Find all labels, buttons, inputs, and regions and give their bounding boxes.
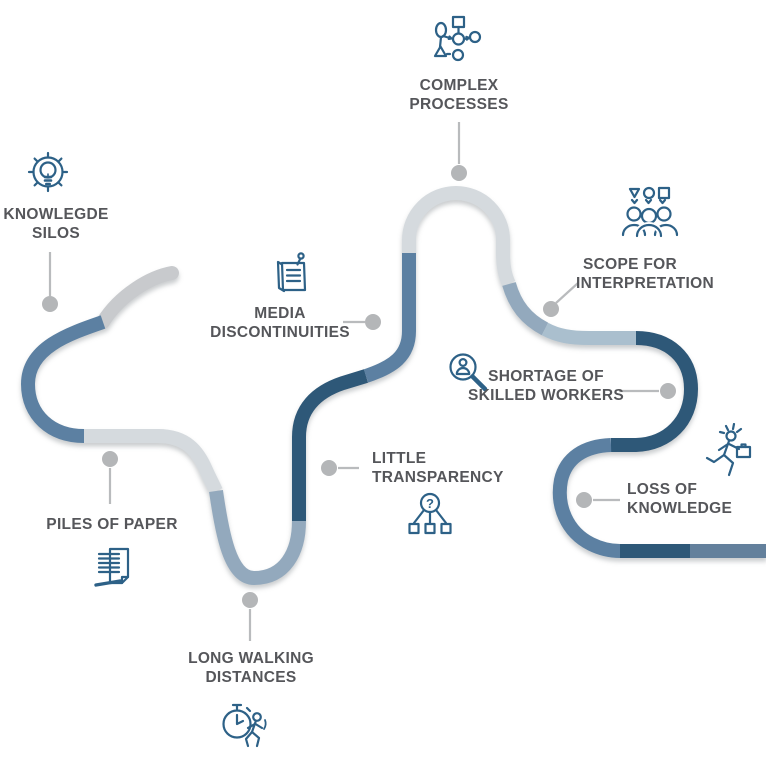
- path-seg-center-vertical: [363, 253, 416, 383]
- label-line: KNOWLEDGE: [627, 499, 733, 517]
- path-seg-left-loop: [20, 315, 106, 443]
- label-loss-of-knowledge: LOSS OF KNOWLEDGE: [627, 481, 732, 519]
- label-line: KNOWLEGDE: [3, 206, 109, 223]
- running-person-icon: [698, 423, 760, 483]
- label-line: MEDIA: [254, 305, 306, 322]
- path-seg-start: [96, 266, 179, 329]
- dot-shortage-of-skilled-workers: [660, 383, 676, 399]
- label-line: SKILLED WORKERS: [467, 386, 625, 404]
- path-seg-bottom-u: [209, 490, 306, 586]
- path-seg-right-horizontal: [541, 322, 636, 345]
- label-line: DISCONTINUITIES: [210, 323, 350, 341]
- label-shortage-of-skilled-workers: SHORTAGE OF SKILLED WORKERS: [468, 368, 624, 406]
- label-line: COMPLEX: [419, 77, 499, 94]
- label-line: LITTLE: [372, 450, 427, 467]
- path-seg-top-arch: [402, 186, 516, 288]
- label-complex-processes: COMPLEX PROCESSES: [409, 77, 508, 115]
- connector-scope-for-interpretation: [555, 282, 579, 304]
- gear-lightbulb-icon: [24, 150, 72, 198]
- path-seg-right-loop-dark: [611, 331, 699, 452]
- label-line: DISTANCES: [205, 668, 297, 686]
- label-line: SILOS: [31, 224, 81, 242]
- dot-loss-of-knowledge: [576, 492, 592, 508]
- label-media-discontinuities: MEDIA DISCONTINUITIES: [210, 305, 350, 343]
- dot-little-transparency: [321, 460, 337, 476]
- label-line: LONG WALKING: [188, 650, 314, 667]
- label-line: PILES OF PAPER: [46, 516, 178, 533]
- connectors: [48, 122, 659, 641]
- paper-stack-icon: [90, 541, 138, 591]
- label-knowledge-silos: KNOWLEGDE SILOS: [3, 206, 108, 244]
- org-question-icon: ?: [402, 492, 458, 542]
- label-line: SCOPE FOR: [583, 256, 677, 273]
- path-segments: [20, 186, 766, 586]
- dot-scope-for-interpretation: [543, 301, 559, 317]
- people-shapes-icon: [620, 183, 680, 241]
- magnifier-person-icon: [444, 350, 494, 400]
- connector-dots: [42, 165, 676, 608]
- dot-knowledge-silos: [42, 296, 58, 312]
- label-line: TRANSPARENCY: [372, 468, 504, 486]
- flowchart-icon: [430, 14, 484, 68]
- label-line: INTERPRETATION: [576, 274, 714, 292]
- dot-long-walking-distances: [242, 592, 258, 608]
- label-scope-for-interpretation: SCOPE FOR INTERPRETATION: [576, 256, 714, 294]
- stopwatch-runner-icon: [219, 695, 275, 751]
- dot-piles-of-paper: [102, 451, 118, 467]
- label-line: SHORTAGE OF: [488, 368, 604, 385]
- svg-text:?: ?: [426, 496, 434, 511]
- label-piles-of-paper: PILES OF PAPER: [46, 516, 177, 535]
- path-seg-center-dark-s: [292, 369, 369, 521]
- label-line: LOSS OF: [627, 481, 698, 498]
- pinned-note-icon: [264, 250, 314, 300]
- label-long-walking-distances: LONG WALKING DISTANCES: [188, 650, 314, 688]
- dot-media-discontinuities: [365, 314, 381, 330]
- label-line: PROCESSES: [409, 95, 509, 113]
- label-little-transparency: LITTLE TRANSPARENCY: [372, 450, 504, 488]
- dot-complex-processes: [451, 165, 467, 181]
- path-seg-left-horizontal: [84, 429, 223, 494]
- path-seg-right-loop-back: [552, 438, 621, 558]
- path-seg-arch-tail: [502, 281, 549, 336]
